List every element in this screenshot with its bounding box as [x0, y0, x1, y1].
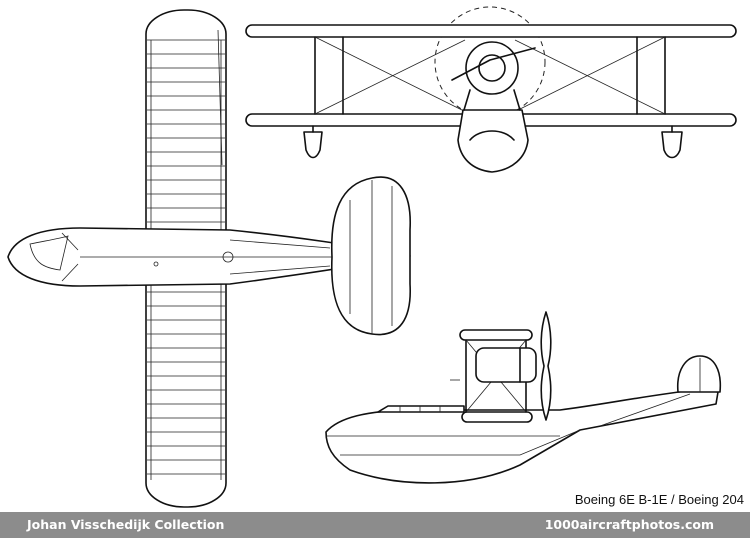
front-view-engine: [465, 41, 519, 95]
wing-ribs: [147, 39, 225, 475]
side-view-engine: [475, 347, 537, 383]
side-view: [325, 311, 722, 484]
side-view-propeller: [540, 311, 552, 421]
site-link[interactable]: 1000aircraftphotos.com: [544, 517, 714, 532]
front-view-hull: [457, 109, 529, 173]
front-view-left-float: [303, 131, 323, 159]
top-view: [7, 9, 411, 508]
side-view-lower-wing: [461, 411, 533, 423]
top-view-tail: [330, 176, 411, 336]
front-view-upper-wing: [245, 24, 737, 38]
front-view-right-float: [661, 131, 683, 159]
front-view: [245, 6, 737, 173]
collection-credit: Johan Visschedijk Collection: [27, 517, 225, 532]
side-view-hull: [325, 389, 719, 484]
drawing-caption: Boeing 6E B-1E / Boeing 204: [574, 492, 744, 507]
side-view-fin: [676, 355, 722, 393]
footer-bar: Johan Visschedijk Collection 1000aircraf…: [0, 512, 750, 538]
side-view-cabin: [377, 405, 465, 413]
side-view-upper-wing: [459, 329, 533, 341]
three-view-drawing: [7, 6, 737, 508]
front-view-propeller-disc: [434, 6, 546, 118]
